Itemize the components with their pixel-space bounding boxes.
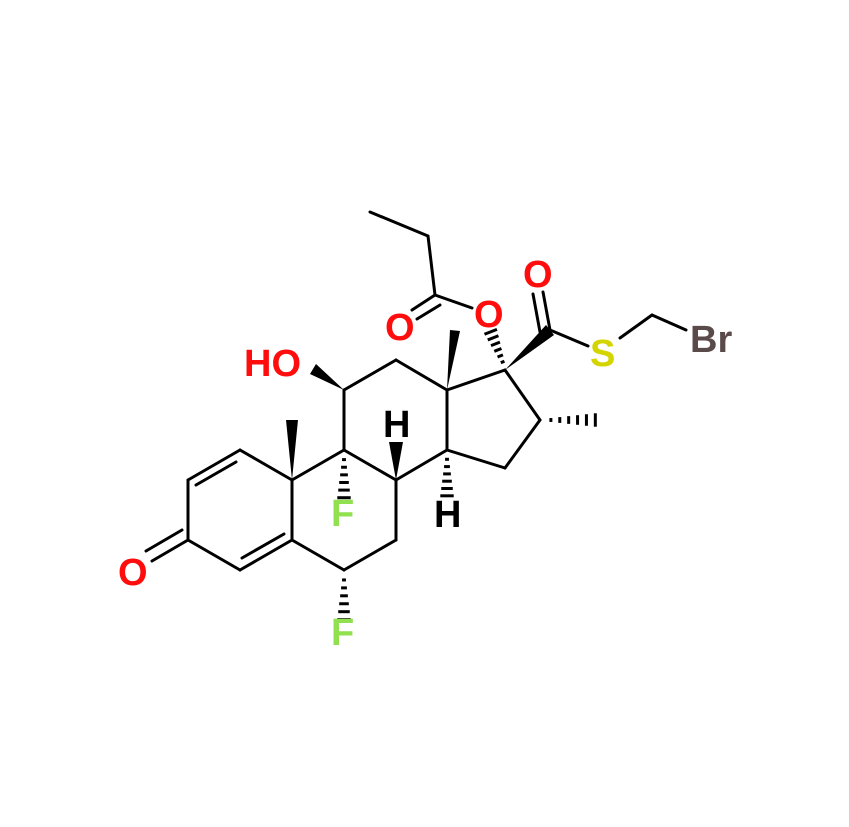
bond — [290, 538, 346, 572]
bond — [650, 313, 688, 332]
bond — [238, 538, 294, 572]
bond — [415, 303, 442, 321]
hash-segment — [483, 327, 498, 336]
bond — [290, 448, 346, 482]
bond — [618, 313, 654, 340]
atom-labels: O HO F F H H O O O S Br — [118, 254, 732, 654]
atom-f9: F — [331, 493, 354, 535]
bond — [433, 293, 474, 310]
bond — [445, 368, 507, 392]
bond — [541, 290, 552, 332]
bond — [445, 448, 507, 470]
bond — [150, 538, 190, 563]
bond — [342, 448, 398, 482]
atom-o-ketone: O — [118, 552, 148, 594]
bond — [342, 538, 398, 572]
bond — [503, 418, 542, 470]
bond — [394, 448, 449, 482]
atom-h14: H — [434, 494, 461, 536]
atom-o-ester-carbonyl: O — [385, 307, 415, 349]
hash-segment — [493, 347, 502, 353]
wedge-bond — [389, 442, 403, 480]
bond — [186, 538, 242, 572]
atom-f6: F — [331, 612, 354, 654]
atom-bromine: Br — [690, 319, 732, 361]
wedge-bond — [447, 330, 460, 390]
atom-hydroxyl: HO — [244, 343, 301, 385]
bond — [394, 358, 449, 392]
bond — [426, 234, 437, 297]
wedge-bonds — [286, 325, 554, 480]
hash-segment — [487, 334, 500, 342]
bond — [186, 448, 242, 482]
atom-o-ester: O — [474, 294, 504, 336]
hash-segment — [490, 340, 501, 348]
bond — [240, 532, 286, 560]
hash-segment — [496, 353, 504, 359]
bond — [194, 460, 238, 487]
atom-o-thio-carbonyl: O — [523, 254, 553, 296]
wedge-bond — [286, 420, 298, 480]
bond — [548, 328, 590, 348]
bond — [342, 358, 398, 392]
bond — [238, 448, 294, 482]
bond — [531, 292, 542, 334]
hash-segment — [500, 359, 505, 365]
atom-sulfur: S — [590, 333, 615, 375]
hashed-bonds — [337, 327, 597, 622]
wedge-bond — [505, 325, 554, 370]
bond — [144, 528, 184, 553]
atom-h8: H — [383, 404, 410, 446]
bond — [368, 210, 430, 238]
bond — [410, 293, 437, 312]
bonds — [144, 210, 688, 572]
bond — [503, 368, 542, 422]
wedge-bond — [310, 364, 344, 390]
